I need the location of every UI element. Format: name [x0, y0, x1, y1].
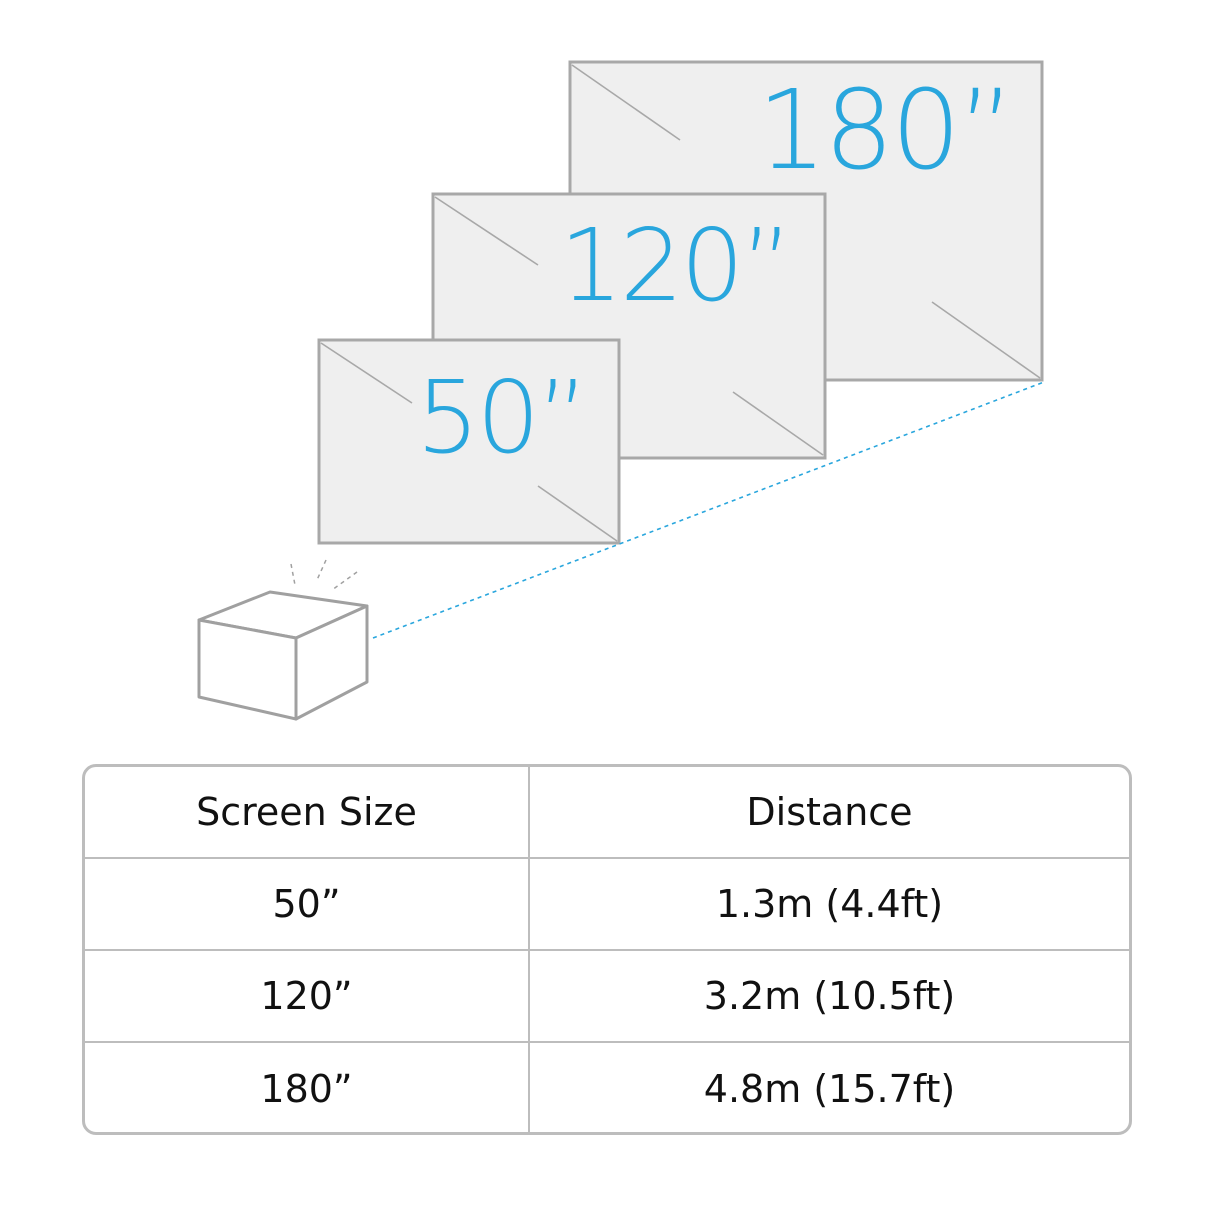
table-row: 50” 1.3m (4.4ft) — [85, 859, 1129, 951]
screen-50: 50” — [317, 338, 621, 545]
table-header-row: Screen Size Distance — [85, 767, 1129, 859]
cell-screen-size: 50” — [85, 859, 530, 949]
cell-distance: 4.8m (15.7ft) — [703, 1066, 956, 1111]
screen-distance-table: Screen Size Distance 50” 1.3m (4.4ft) 12… — [82, 764, 1132, 1135]
table-row: 180” 4.8m (15.7ft) — [85, 1043, 1129, 1132]
cell-distance: 3.2m (10.5ft) — [703, 974, 956, 1018]
table-row: 120” 3.2m (10.5ft) — [85, 951, 1129, 1043]
header-screen-size: Screen Size — [85, 767, 530, 857]
projector-icon — [197, 590, 369, 721]
cell-screen-size: 180” — [85, 1043, 530, 1132]
cell-screen-size: 120” — [85, 951, 530, 1041]
projection-diagram: 180” 120” 50” — [197, 60, 1045, 721]
light-rays-icon — [290, 559, 358, 591]
header-distance: Distance — [746, 790, 913, 834]
screen-120-label: 120” — [559, 207, 790, 324]
screen-180-label: 180” — [757, 66, 1012, 194]
screen-50-label: 50” — [416, 359, 586, 476]
cell-distance: 1.3m (4.4ft) — [715, 882, 944, 926]
